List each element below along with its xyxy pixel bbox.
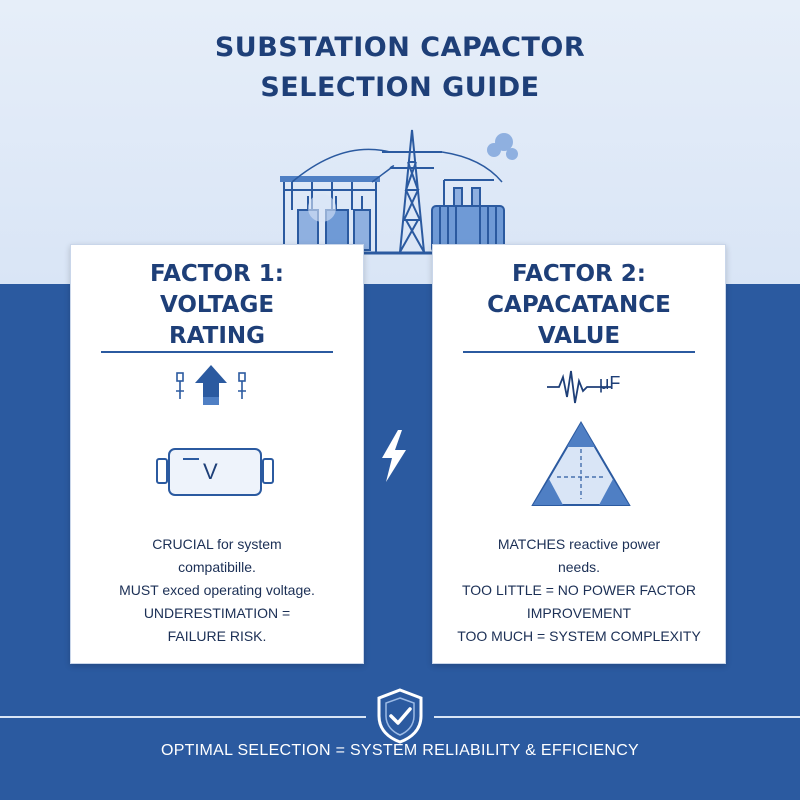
factor2-card: FACTOR 2: CAPACATANCE VALUE μF MATCHES r… bbox=[432, 244, 726, 664]
factor2-body-line3: TOO LITTLE = NO POWER FACTOR bbox=[461, 582, 697, 598]
factor2-title-line1: FACTOR 2: bbox=[512, 261, 646, 287]
factor1-card: FACTOR 1: VOLTAGE RATING V CRUCIAL for s… bbox=[70, 244, 364, 664]
factor1-title-line1: FACTOR 1: bbox=[150, 261, 284, 287]
factor1-body: CRUCIAL for system compatibille. MUST ex… bbox=[71, 533, 363, 648]
factor2-body-line1: MATCHES reactive power bbox=[497, 536, 661, 552]
triangle-power-icon bbox=[531, 421, 631, 506]
factor1-title: FACTOR 1: VOLTAGE RATING bbox=[71, 259, 363, 352]
factor1-body-line2: compatibille. bbox=[178, 559, 256, 575]
factor1-title-line2: VOLTAGE bbox=[159, 292, 275, 318]
footer-divider-left bbox=[0, 716, 366, 718]
shield-check-icon bbox=[377, 688, 423, 744]
factor1-title-line3: RATING bbox=[168, 323, 266, 349]
factor2-title: FACTOR 2: CAPACATANCE VALUE bbox=[433, 259, 725, 352]
capacitor-icon bbox=[156, 448, 274, 496]
factor1-body-line1: CRUCIAL for system bbox=[152, 536, 282, 552]
factor1-body-line4: UNDERESTIMATION = bbox=[143, 605, 291, 621]
page-title-line2: SELECTION GUIDE bbox=[260, 72, 540, 103]
lightning-bolt-icon bbox=[382, 430, 406, 482]
factor1-body-line5: FAILURE RISK. bbox=[167, 628, 267, 644]
footer-text: OPTIMAL SELECTION = SYSTEM RELIABILITY &… bbox=[160, 742, 640, 759]
page-title: SUBSTATION CAPACTOR SELECTION GUIDE bbox=[0, 28, 800, 108]
factor2-title-line3: VALUE bbox=[537, 323, 621, 349]
capacitor-voltage-symbol: V bbox=[203, 459, 218, 484]
voltage-up-arrow-icon bbox=[176, 365, 246, 405]
waveform-icon bbox=[547, 370, 611, 404]
factor2-body-line2: needs. bbox=[557, 559, 601, 575]
page-title-line1: SUBSTATION CAPACTOR bbox=[214, 32, 586, 63]
factor2-title-line2: CAPACATANCE bbox=[487, 292, 671, 318]
unit-symbol: μF bbox=[599, 373, 621, 393]
factor2-body-line5: TOO MUCH = SYSTEM COMPLEXITY bbox=[457, 628, 701, 644]
footer-divider-right bbox=[434, 716, 800, 718]
factor2-body: MATCHES reactive power needs. TOO LITTLE… bbox=[433, 533, 725, 648]
top-background bbox=[0, 0, 800, 284]
factor1-divider bbox=[101, 351, 333, 353]
factor1-body-line3: MUST exced operating voltage. bbox=[119, 582, 315, 598]
factor2-body-line4: IMPROVEMENT bbox=[526, 605, 632, 621]
factor2-divider bbox=[463, 351, 695, 353]
substation-illustration bbox=[242, 129, 562, 255]
